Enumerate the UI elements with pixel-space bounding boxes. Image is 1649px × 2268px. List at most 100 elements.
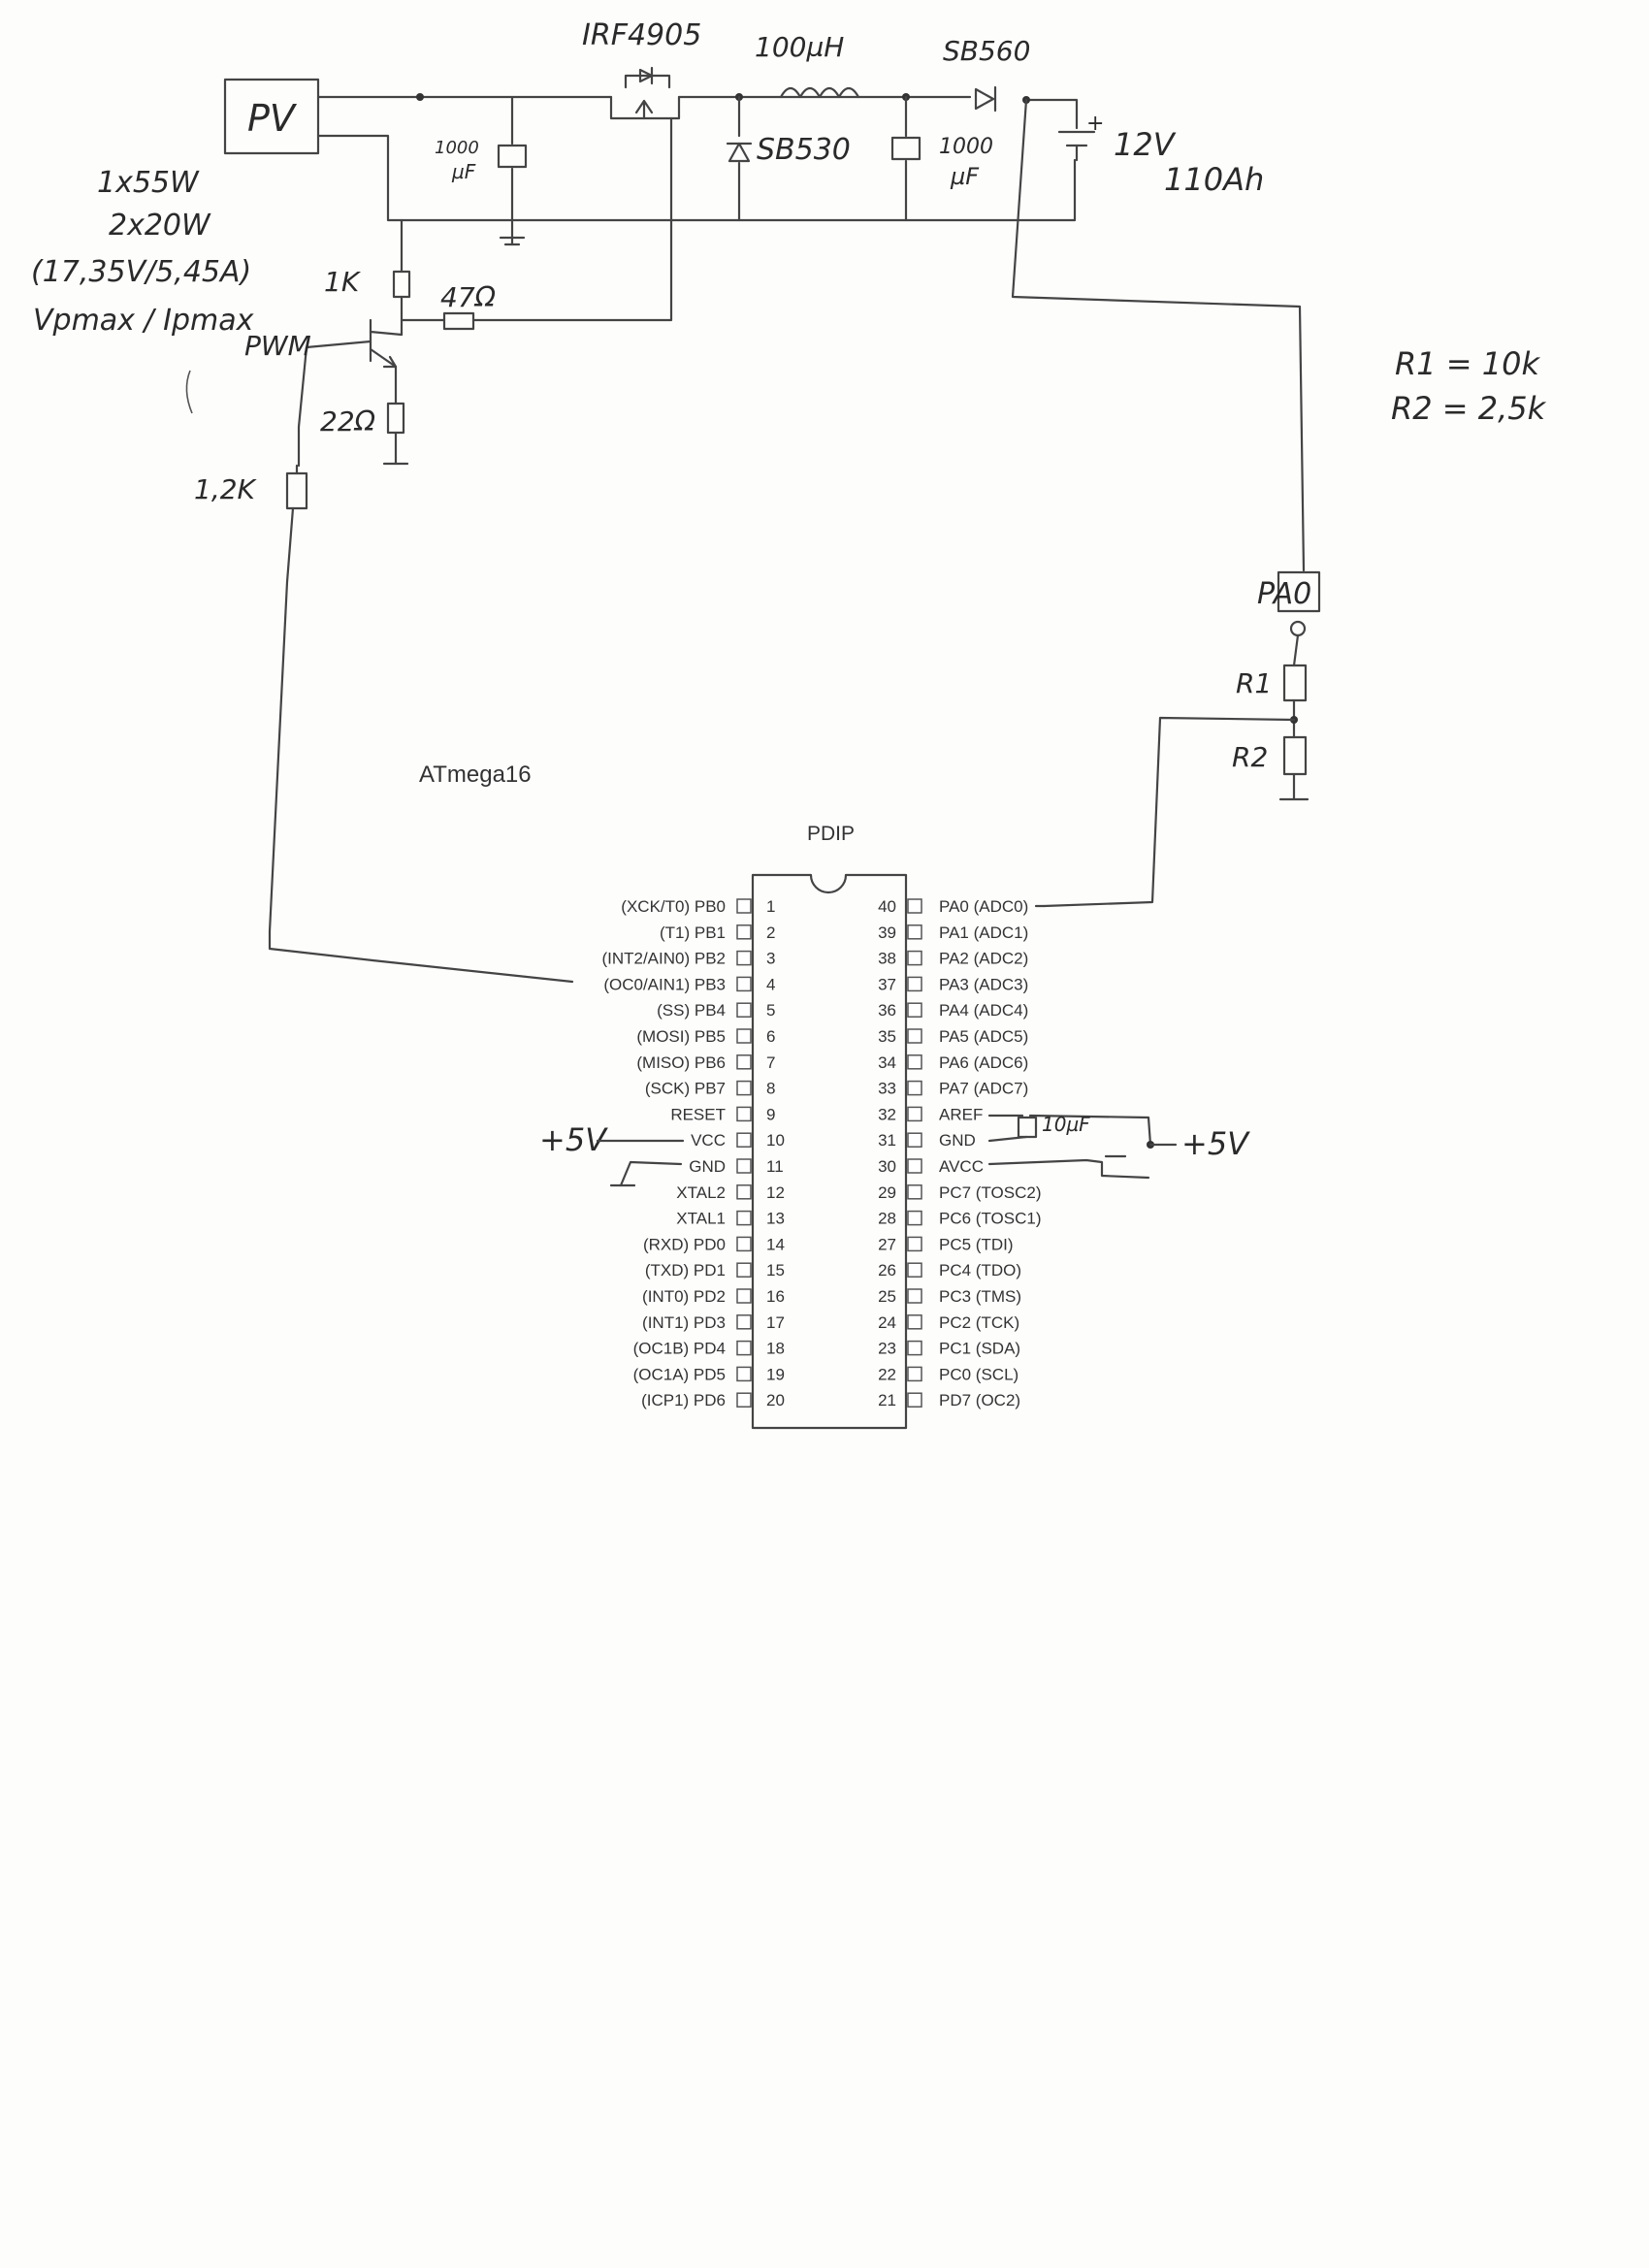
atmega16-chip: ATmega16 PDIP	[419, 761, 908, 1430]
pin-number: 13	[766, 1210, 785, 1228]
pin-pad	[907, 1236, 922, 1252]
pin-number: 25	[878, 1287, 896, 1306]
panel-spec-2: 2x20W	[109, 209, 211, 243]
pin-number: 7	[766, 1053, 775, 1072]
pin-number: 26	[878, 1261, 896, 1280]
mosfet-label: IRF4905	[582, 18, 701, 52]
pin-pad	[736, 1158, 752, 1174]
r2-value: R2 = 2,5k	[1391, 390, 1547, 427]
r-collector-label: 1K	[324, 266, 362, 298]
pwm-line-to-pb3	[268, 506, 574, 984]
gate-driver: 1K 47Ω 22Ω PWM 1,2K	[185, 218, 574, 984]
panel-spec-1: 1x55W	[97, 166, 200, 200]
pin-name: PC1 (SDA)	[939, 1340, 1020, 1358]
mosfet-drain-source	[624, 74, 671, 89]
pin-pad	[907, 1002, 922, 1018]
transistor-base-wire	[297, 340, 372, 468]
pin-number: 24	[878, 1313, 896, 1332]
pin-name: XTAL1	[676, 1210, 726, 1228]
pin-number: 11	[766, 1157, 784, 1176]
pin-name: AREF	[939, 1105, 983, 1123]
gate-wire	[471, 116, 673, 322]
chip-pin-right: 25 PC3 (TMS)	[878, 1287, 1021, 1306]
pin-number: 29	[878, 1183, 896, 1202]
pin-pad	[736, 1184, 752, 1200]
pin-pad	[907, 1366, 922, 1382]
pin-pad	[736, 1366, 752, 1382]
pin-name: PA0 (ADC0)	[939, 897, 1028, 916]
pin-number: 12	[766, 1183, 785, 1202]
pin-pad	[736, 1132, 752, 1148]
pin-number: 14	[766, 1235, 785, 1253]
cap-in-symbol	[497, 144, 528, 169]
pin-name: (OC1B) PD4	[633, 1340, 726, 1358]
gnd-left-wire	[619, 1160, 683, 1187]
out-diode-symbol	[974, 87, 995, 111]
pin-name: (RXD) PD0	[643, 1235, 726, 1253]
cap-in-value-2: µF	[451, 160, 476, 183]
pin-number: 4	[766, 975, 775, 993]
pin-pad	[907, 1028, 922, 1044]
pin-number: 19	[766, 1365, 785, 1383]
cap-out-symbol	[890, 136, 922, 161]
pin-number: 10	[766, 1131, 785, 1150]
top-rail-to-battery	[1024, 98, 1079, 130]
ground-symbol	[499, 236, 526, 246]
pin-name: PC6 (TOSC1)	[939, 1210, 1042, 1228]
pv-module-box	[223, 78, 320, 155]
pin-pad	[907, 1080, 922, 1096]
pin-number: 1	[766, 897, 775, 916]
chip-pin-right: 32 AREF	[878, 1105, 983, 1123]
pin-name: (INT0) PD2	[642, 1287, 726, 1306]
bottom-rail	[316, 134, 1077, 222]
pin-number: 32	[878, 1105, 896, 1123]
pin-pad	[907, 1054, 922, 1070]
pin-pad	[907, 1262, 922, 1278]
ground-symbol	[1278, 772, 1310, 801]
pin-number: 34	[878, 1053, 896, 1072]
pin-pad	[736, 1340, 752, 1356]
pin-number: 3	[766, 950, 775, 968]
pin-pad	[736, 1028, 752, 1044]
plus5-right: +5V	[1181, 1125, 1250, 1162]
pin-number: 23	[878, 1340, 896, 1358]
pin-number: 39	[878, 923, 896, 942]
pin-name: (INT1) PD3	[642, 1313, 726, 1332]
r-emitter-symbol	[386, 402, 405, 435]
r-gate-symbol	[442, 311, 475, 331]
pin-name: (OC1A) PD5	[633, 1365, 726, 1383]
pin-name: PC4 (TDO)	[939, 1261, 1021, 1280]
pin-number: 31	[878, 1131, 896, 1150]
battery-sense-wire	[1011, 98, 1306, 572]
pin-number: 40	[878, 897, 896, 916]
pin-number: 27	[878, 1235, 896, 1253]
pwm-label: PWM	[244, 330, 311, 362]
r-base-symbol	[285, 471, 308, 510]
pin-name: PC3 (TMS)	[939, 1287, 1021, 1306]
pin-number: 16	[766, 1287, 785, 1306]
pin-number: 37	[878, 975, 896, 993]
r2-symbol	[1282, 735, 1308, 776]
r-emitter-label: 22Ω	[320, 405, 376, 437]
r-base-label: 1,2K	[194, 473, 258, 505]
battery-plus: +	[1086, 112, 1104, 136]
pin-number: 22	[878, 1365, 896, 1383]
pin-pad	[736, 1392, 752, 1408]
